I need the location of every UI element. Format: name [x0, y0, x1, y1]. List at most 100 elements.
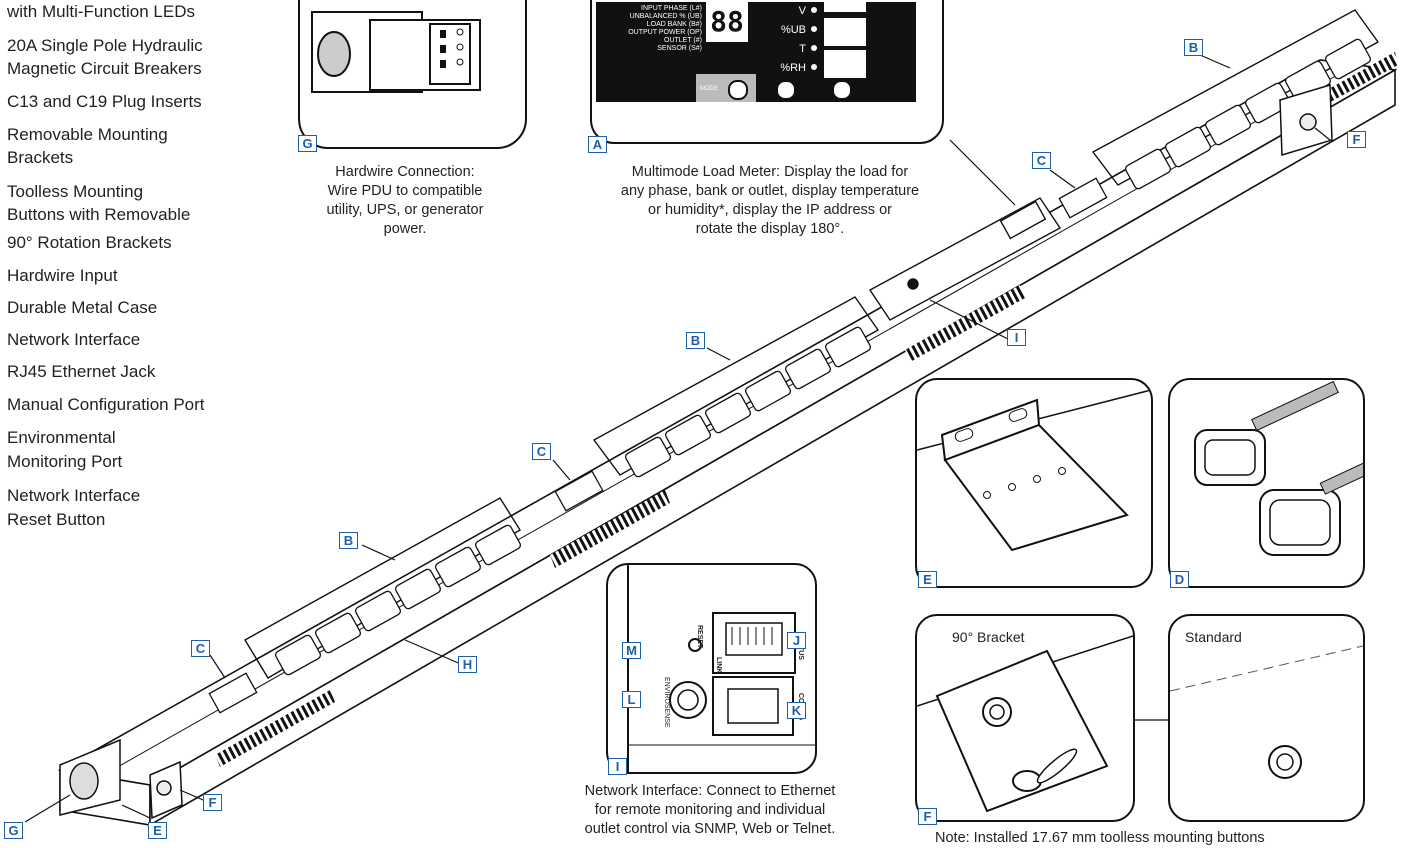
callout-f1: F [203, 794, 222, 811]
meter-units: V %UB T %RH [756, 2, 806, 78]
outlet-bank-3 [1091, 9, 1380, 186]
led-indicator [811, 45, 817, 51]
meter-digits-right-3 [824, 50, 866, 78]
meter-digits-right-1 [824, 0, 866, 12]
callout-e: E [148, 822, 167, 839]
feature-line: with Multi-Function LEDs [7, 2, 196, 21]
unit-label: %UB [780, 24, 806, 36]
feature-line: Brackets [7, 148, 74, 167]
callout-g: G [4, 822, 23, 839]
caption-line: utility, UPS, or generator [326, 202, 484, 218]
meter-line: SENSOR (S#) [657, 45, 702, 52]
insert-d-inset [1168, 378, 1365, 588]
standard-bracket-drawing [1170, 645, 1363, 779]
rotated-bracket-title: 90° Bracket [952, 629, 1025, 645]
led-indicator [811, 26, 817, 32]
feature-line: Manual Configuration Port [7, 395, 205, 414]
feature-line: Removable Mounting [7, 125, 168, 144]
bracket-e-drawing [917, 389, 1151, 552]
callout-c1: C [191, 640, 210, 657]
meter-inset: INPUT PHASE (L#) UNBALANCED % (UB) LOAD … [590, 0, 944, 144]
rotated-bracket-drawing [917, 635, 1133, 813]
callout-m: M [622, 642, 641, 659]
feature-line: Environmental [7, 428, 116, 447]
unit-label: %RH [780, 62, 806, 74]
callout-k: K [787, 702, 806, 719]
feature-line: Magnetic Circuit Breakers [7, 59, 202, 78]
meter-display: INPUT PHASE (L#) UNBALANCED % (UB) LOAD … [596, 0, 916, 102]
bracket-e-inset [915, 378, 1153, 588]
unit-label: V [798, 5, 806, 17]
circuit-breakers [208, 177, 1108, 714]
led-indicator [811, 7, 817, 13]
caption-line: or humidity*, display the IP address or [648, 202, 892, 218]
caption-line: outlet control via SNMP, Web or Telnet. [584, 821, 836, 837]
feature-line: Toolless Mounting [7, 182, 144, 201]
callout-f-inset: F [918, 808, 937, 825]
rotated-bracket-inset: 90° Bracket [915, 614, 1135, 822]
led-indicator [811, 64, 817, 70]
unit-label: T [799, 43, 806, 55]
caption-line: Hardwire Connection: [335, 164, 475, 180]
feature-line: Durable Metal Case [7, 298, 158, 317]
meter-line: UNBALANCED % (UB) [629, 13, 702, 20]
feature-line: RJ45 Ethernet Jack [7, 362, 156, 381]
caption-line: any phase, bank or outlet, display tempe… [620, 183, 920, 199]
end-cap [59, 738, 183, 820]
caption-line: for remote monitoring and individual [594, 802, 826, 818]
meter-line: OUTLET (#) [664, 37, 702, 44]
feature-line: Network Interface [7, 486, 141, 505]
caption-line: Network Interface: Connect to Ethernet [584, 783, 836, 799]
mode-button[interactable] [728, 80, 748, 100]
outlet-bank-1 [244, 497, 521, 679]
meter-line: INPUT PHASE (L#) [641, 5, 702, 12]
callout-c2: C [532, 443, 551, 460]
callout-g-inset: G [298, 135, 317, 152]
feature-line: Monitoring Port [7, 452, 123, 471]
callout-d-inset: D [1170, 571, 1189, 588]
meter-digits-right-2 [824, 18, 866, 46]
note-caption: Note: Installed 17.67 mm toolless mounti… [935, 830, 1265, 846]
meter-line: OUTPUT POWER (OP) [628, 29, 702, 36]
feature-line: Network Interface [7, 330, 141, 349]
vent-slots [215, 52, 1398, 767]
callout-a: A [588, 136, 607, 153]
network-caption: Network Interface: Connect to Ethernet f… [540, 782, 880, 839]
hardwire-inset [298, 0, 527, 149]
network-inset: RESET ENVIROSENSE LINK STATUS CONFIG [606, 563, 817, 774]
caption-line: rotate the display 180°. [695, 221, 845, 237]
callout-j: J [787, 632, 806, 649]
outlets [274, 38, 1372, 676]
feature-line: Buttons with Removable [7, 205, 191, 224]
caption-line: power. [383, 221, 427, 237]
rotate-button[interactable] [776, 80, 796, 100]
link-text: LINK [715, 657, 722, 674]
callout-i-inset: I [608, 758, 627, 775]
meter-line: LOAD BANK (B#) [646, 21, 702, 28]
caption-line: Multimode Load Meter: Display the load f… [631, 164, 909, 180]
meter-caption: Multimode Load Meter: Display the load f… [570, 163, 970, 239]
insert-d-drawing [1194, 380, 1363, 556]
meter-digits-left: 88 [706, 2, 748, 42]
outlet-bank-2 [592, 296, 880, 476]
feature-line: Reset Button [7, 510, 106, 529]
network-drawing [627, 565, 815, 772]
callout-f2: F [1347, 131, 1366, 148]
feature-line: 20A Single Pole Hydraulic [7, 36, 203, 55]
callout-b2: B [686, 332, 705, 349]
display-button[interactable] [832, 80, 852, 100]
hardwire-caption: Hardwire Connection: Wire PDU to compati… [290, 163, 520, 239]
callout-l: L [622, 691, 641, 708]
leader-lines [24, 54, 1331, 823]
feature-line: C13 and C19 Plug Inserts [7, 92, 202, 111]
reset-text: RESET [696, 625, 703, 649]
feature-line: Hardwire Input [7, 266, 118, 285]
callout-b1: B [339, 532, 358, 549]
callout-b3: B [1184, 39, 1203, 56]
meter-module [868, 197, 1062, 321]
end-bracket-top [1279, 84, 1333, 156]
callout-h: H [458, 656, 477, 673]
feature-line: 90° Rotation Brackets [7, 233, 172, 252]
callout-e-inset: E [918, 571, 937, 588]
